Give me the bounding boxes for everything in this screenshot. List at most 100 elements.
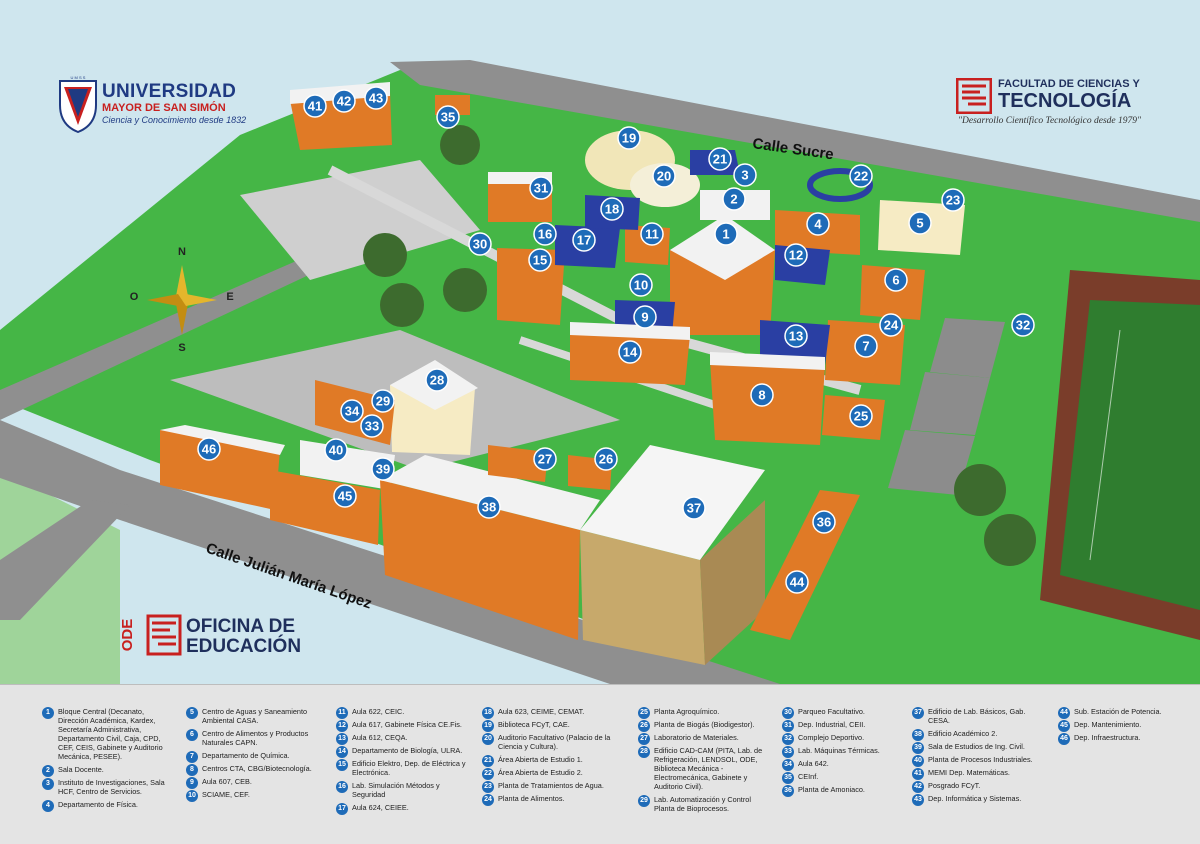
legend-text: Posgrado FCyT. (928, 781, 981, 790)
marker-46[interactable]: 46 (197, 437, 221, 461)
legend-number-badge: 8 (186, 764, 198, 776)
marker-label: 41 (308, 99, 322, 114)
marker-circle (1011, 313, 1035, 337)
legend-number-badge: 13 (336, 733, 348, 745)
marker-label: 16 (538, 227, 552, 242)
marker-34[interactable]: 34 (340, 399, 364, 423)
legend-number-badge: 37 (912, 707, 924, 719)
marker-45[interactable]: 45 (333, 484, 357, 508)
marker-20[interactable]: 20 (652, 164, 676, 188)
marker-4[interactable]: 4 (806, 212, 830, 236)
marker-10[interactable]: 10 (629, 273, 653, 297)
marker-25[interactable]: 25 (849, 404, 873, 428)
marker-32[interactable]: 32 (1011, 313, 1035, 337)
marker-39[interactable]: 39 (371, 457, 395, 481)
legend-text: Área Abierta de Estudio 2. (498, 768, 583, 777)
marker-circle (784, 324, 808, 348)
marker-label: 15 (533, 253, 547, 268)
marker-22[interactable]: 22 (849, 164, 873, 188)
legend-text: Aula 617, Gabinete Física CE.Fis. (352, 720, 462, 729)
marker-circle (425, 368, 449, 392)
marker-label: 4 (814, 217, 822, 232)
legend-text: Aula 624, CEIEE. (352, 803, 409, 812)
marker-circle (572, 228, 596, 252)
marker-27[interactable]: 27 (533, 447, 557, 471)
marker-23[interactable]: 23 (941, 188, 965, 212)
legend-number-badge: 11 (336, 707, 348, 719)
marker-circle (879, 313, 903, 337)
marker-3[interactable]: 3 (733, 163, 757, 187)
marker-19[interactable]: 19 (617, 126, 641, 150)
compass-needle (176, 300, 188, 335)
marker-38[interactable]: 38 (477, 495, 501, 519)
legend-text: Dep. Mantenimiento. (1074, 720, 1142, 729)
marker-2[interactable]: 2 (722, 187, 746, 211)
roof (710, 352, 825, 370)
marker-37[interactable]: 37 (682, 496, 706, 520)
marker-41[interactable]: 41 (303, 94, 327, 118)
marker-26[interactable]: 26 (594, 447, 618, 471)
marker-21[interactable]: 21 (708, 147, 732, 171)
legend-text: Departamento de Física. (58, 800, 138, 809)
marker-label: 14 (623, 345, 638, 360)
tree (443, 268, 487, 312)
marker-circle (303, 94, 327, 118)
marker-15[interactable]: 15 (528, 248, 552, 272)
legend-text: Parqueo Facultativo. (798, 707, 865, 716)
ode-logo: ODE OFICINA DE EDUCACIÓN (118, 612, 318, 660)
legend-number-badge: 27 (638, 733, 650, 745)
court-1 (930, 318, 1005, 378)
marker-30[interactable]: 30 (468, 232, 492, 256)
marker-28[interactable]: 28 (425, 368, 449, 392)
marker-14[interactable]: 14 (618, 340, 642, 364)
marker-12[interactable]: 12 (784, 243, 808, 267)
marker-33[interactable]: 33 (360, 414, 384, 438)
legend-number-badge: 20 (482, 733, 494, 745)
legend-number-badge: 35 (782, 772, 794, 784)
marker-label: 38 (482, 500, 496, 515)
marker-17[interactable]: 17 (572, 228, 596, 252)
marker-circle (640, 222, 664, 246)
marker-1[interactable]: 1 (714, 222, 738, 246)
marker-36[interactable]: 36 (812, 510, 836, 534)
marker-43[interactable]: 43 (364, 86, 388, 110)
umss-logo: U M S S UNIVERSIDAD MAYOR DE SAN SIMÓN C… (58, 75, 258, 135)
marker-label: 10 (634, 278, 648, 293)
marker-circle (884, 268, 908, 292)
legend-number-badge: 33 (782, 746, 794, 758)
marker-44[interactable]: 44 (785, 570, 809, 594)
marker-6[interactable]: 6 (884, 268, 908, 292)
marker-35[interactable]: 35 (436, 105, 460, 129)
marker-label: 37 (687, 501, 701, 516)
marker-29[interactable]: 29 (371, 389, 395, 413)
marker-9[interactable]: 9 (633, 305, 657, 329)
building-28 (390, 385, 475, 455)
legend-text: Aula 612, CEQA. (352, 733, 408, 742)
marker-8[interactable]: 8 (750, 383, 774, 407)
marker-11[interactable]: 11 (640, 222, 664, 246)
marker-24[interactable]: 24 (879, 313, 903, 337)
marker-circle (618, 340, 642, 364)
fcyt-line-2: TECNOLOGÍA (998, 90, 1132, 112)
marker-13[interactable]: 13 (784, 324, 808, 348)
marker-42[interactable]: 42 (332, 89, 356, 113)
marker-40[interactable]: 40 (324, 438, 348, 462)
marker-label: 45 (338, 489, 352, 504)
marker-7[interactable]: 7 (854, 334, 878, 358)
marker-5[interactable]: 5 (908, 211, 932, 235)
marker-18[interactable]: 18 (600, 197, 624, 221)
marker-31[interactable]: 31 (529, 176, 553, 200)
tree (984, 514, 1036, 566)
marker-16[interactable]: 16 (533, 222, 557, 246)
ode-line-2: EDUCACIÓN (186, 636, 302, 657)
